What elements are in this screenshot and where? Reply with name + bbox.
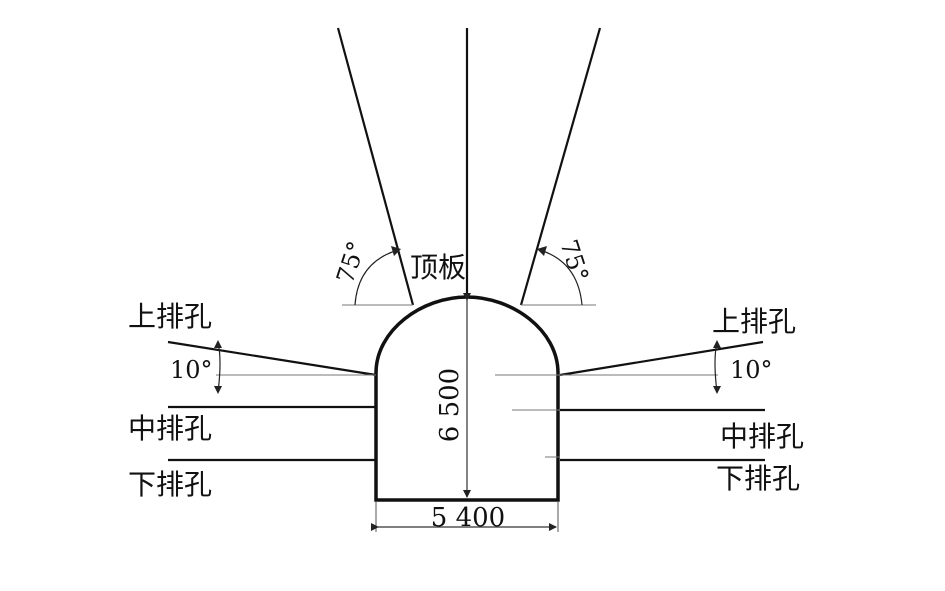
roof-hole-left [336,27,415,306]
left-75-degree-arrow [391,246,401,256]
height-dimension-label: 6 500 [435,368,465,442]
right-10-degree-arrow-down [713,386,721,394]
right-10-degree-label: 10° [730,356,773,384]
roof-hole-right [519,27,602,306]
left-10-degree-arrow-up [214,340,222,348]
left-10-degree-arrow-down [214,386,222,394]
right-75-degree-label: 75° [554,236,594,285]
right-middle-hole-label: 中排孔 [720,420,804,453]
left-upper-hole-label: 上排孔 [128,300,212,333]
left-middle-hole-label: 中排孔 [128,412,212,445]
left-75-degree-arc [354,249,399,306]
left-upper-hole [167,340,377,377]
left-lower-hole-label: 下排孔 [128,468,212,501]
roof-label: 顶板 [410,251,466,284]
right-upper-hole-label: 上排孔 [712,305,796,338]
right-upper-hole [559,340,764,377]
left-10-degree-label: 10° [170,356,213,384]
left-75-degree-label: 75° [331,238,371,287]
right-10-degree-arrow-up [713,340,721,348]
right-75-degree-arrow [537,246,547,256]
right-lower-hole-label: 下排孔 [716,462,800,495]
width-dimension-label: 5 400 [431,503,505,533]
right-75-degree-arc [539,249,583,306]
